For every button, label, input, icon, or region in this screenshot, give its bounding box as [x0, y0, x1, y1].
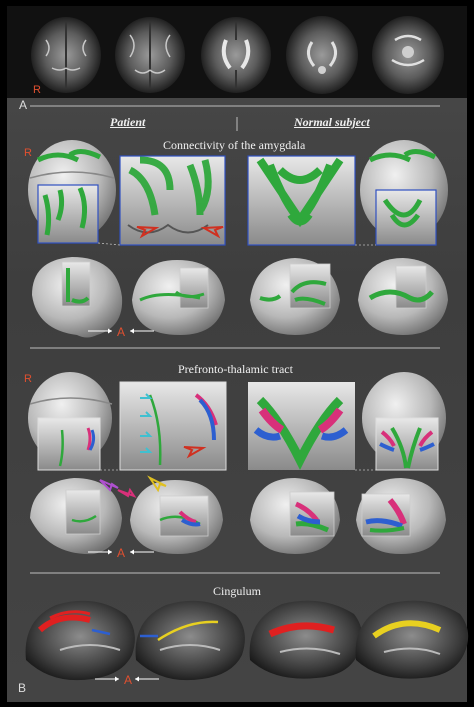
section-title-prefronto-thalamic: Prefronto-thalamic tract: [178, 362, 293, 376]
side-marker-r: R: [24, 147, 32, 159]
anterior-marker-1: [88, 328, 154, 334]
cingulum-patient-left: [25, 600, 135, 681]
anterior-label: A: [124, 673, 133, 687]
cingulum-normal-left: [249, 600, 363, 679]
axial-slice-1: [31, 17, 101, 93]
side-marker-r: R: [33, 84, 41, 96]
axial-slice-2: [115, 17, 185, 93]
amygdala-patient-lateral-left: [32, 257, 123, 338]
side-marker-r: R: [24, 373, 32, 385]
axial-slice-3: [201, 17, 271, 93]
amygdala-normal-zoom: [247, 155, 356, 246]
panel-a-label: A: [19, 98, 28, 112]
red-arrow: [200, 226, 224, 239]
amygdala-normal-lateral-right: [358, 258, 448, 335]
pft-patient-lateral-right: [99, 475, 223, 554]
cingulum-normal-right: [355, 600, 469, 679]
axial-mri-row: [7, 6, 467, 98]
pft-normal-lateral-right: [356, 478, 446, 554]
amygdala-patient-lateral-right: [132, 260, 225, 335]
anterior-label: A: [117, 325, 126, 339]
anterior-label: A: [117, 546, 126, 560]
axial-slice-4: [286, 16, 358, 94]
pft-normal-overview: [362, 372, 446, 471]
yellow-arrow: [147, 475, 167, 493]
zoom-guide: [97, 242, 121, 246]
amygdala-patient-overview: [28, 140, 116, 244]
axial-slice-5: [372, 16, 444, 94]
amygdala-patient-zoom: [119, 155, 226, 246]
pft-patient-zoom: [119, 381, 227, 471]
pft-patient-overview: [28, 372, 113, 471]
pft-normal-zoom: [248, 382, 355, 471]
amygdala-normal-overview: [360, 140, 448, 246]
red-arrow: [183, 446, 207, 459]
patient-header: Patient: [110, 115, 146, 129]
violet-arrow: [99, 479, 119, 492]
anterior-marker-2: [88, 549, 154, 555]
pink-arrow: [117, 487, 137, 499]
normal-subject-header: Normal subject: [294, 115, 370, 129]
pft-normal-lateral-left: [250, 478, 340, 554]
section-title-amygdala: Connectivity of the amygdala: [163, 138, 306, 152]
amygdala-normal-lateral-left: [250, 258, 340, 335]
anterior-marker-3: [95, 676, 159, 682]
cyan-arrows: [140, 393, 153, 453]
section-title-cingulum: Cingulum: [213, 584, 262, 598]
panel-b-label: B: [18, 681, 27, 695]
cingulum-patient-right: [135, 600, 245, 681]
pft-patient-lateral-left: [30, 478, 122, 555]
red-arrow: [136, 226, 160, 239]
